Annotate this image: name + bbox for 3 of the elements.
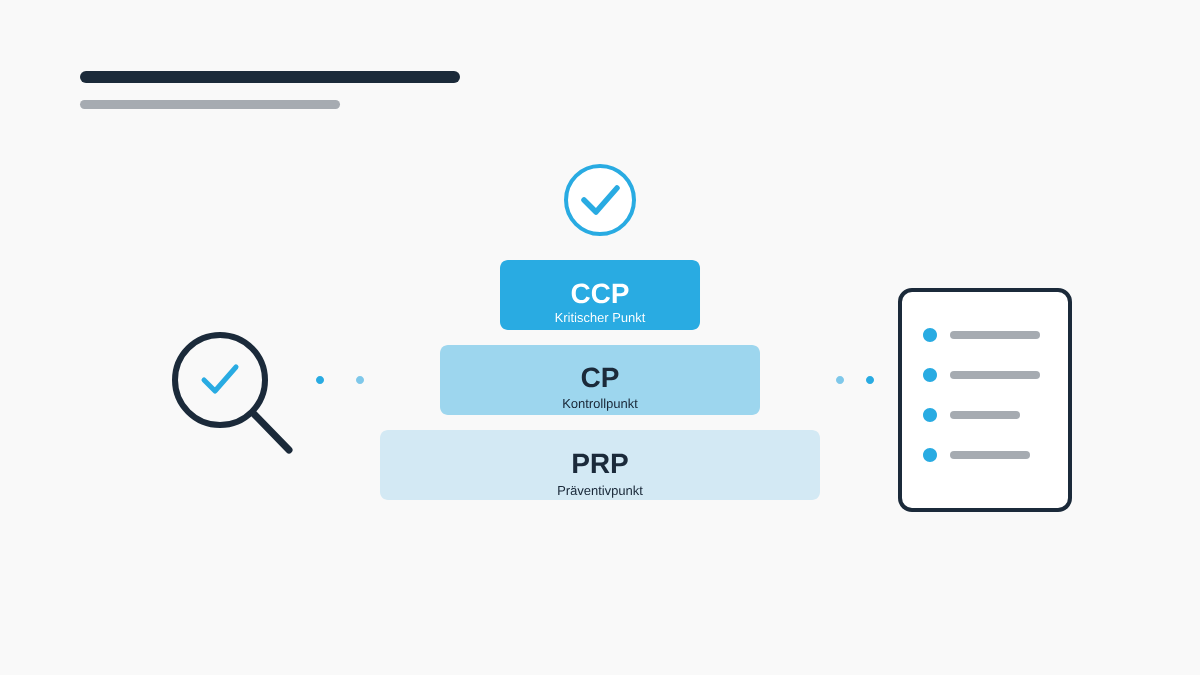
level-box: PRP Präventivpunkt: [380, 430, 820, 500]
level-box: CCP Kritischer Punkt: [500, 260, 700, 330]
level-box: CP Kontrollpunkt: [440, 345, 760, 415]
